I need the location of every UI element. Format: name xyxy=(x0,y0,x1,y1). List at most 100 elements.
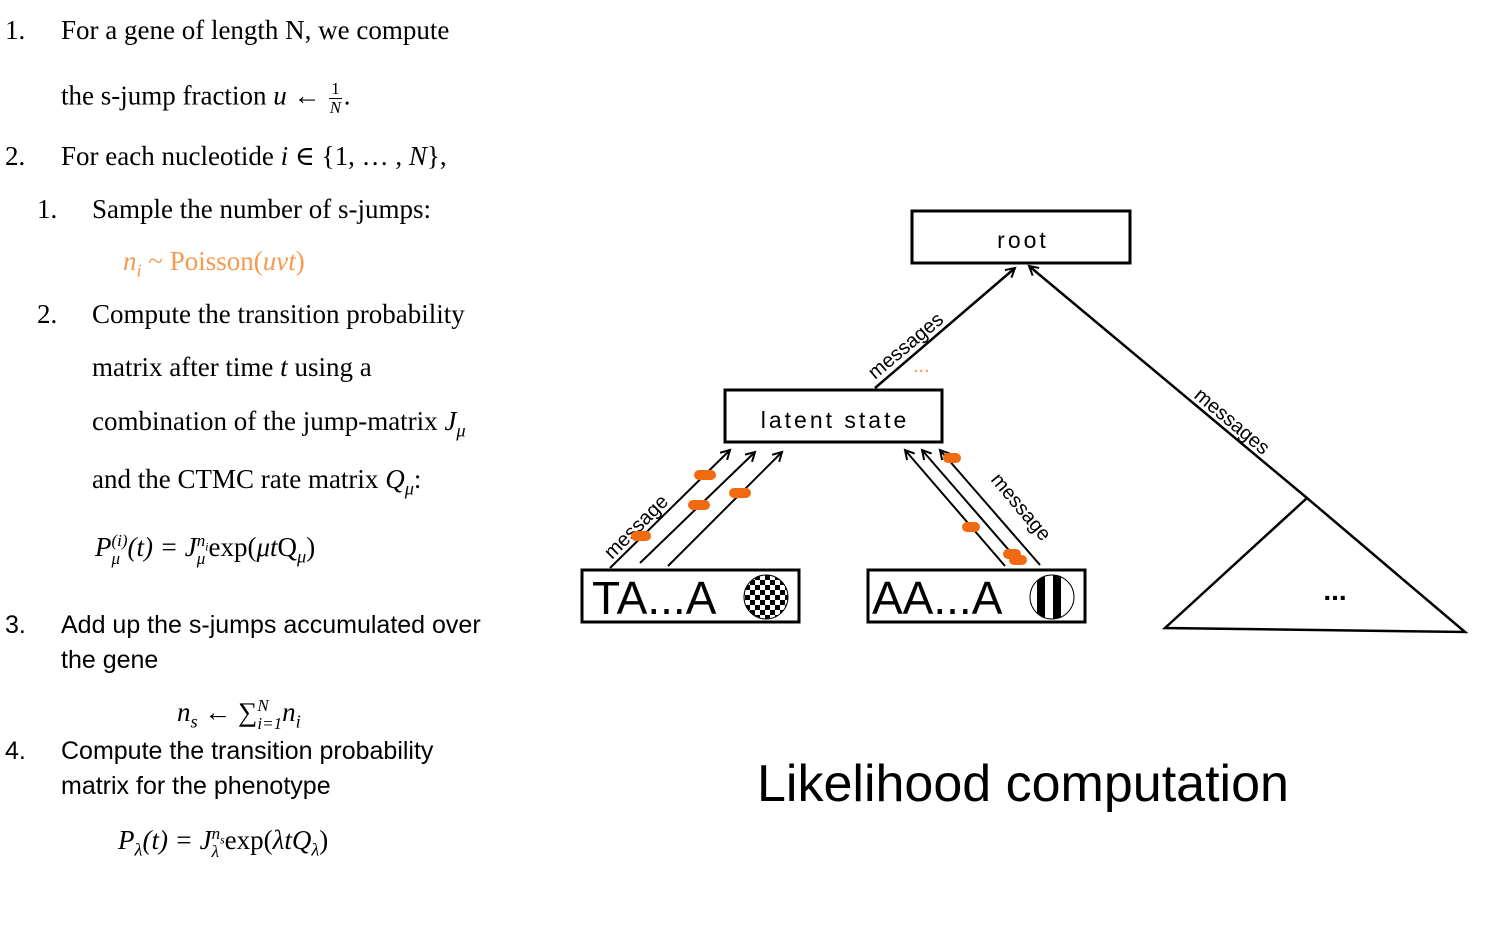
message-label-right: message xyxy=(986,469,1055,545)
Q: Q xyxy=(277,532,298,563)
set-n: N xyxy=(408,141,427,171)
n: n xyxy=(211,824,221,843)
n: n xyxy=(177,697,191,728)
messages-label-left: messages xyxy=(864,308,948,383)
close: ) xyxy=(306,532,316,563)
leaf1-arrow-1 xyxy=(609,450,730,569)
checkered-circle-icon xyxy=(743,574,789,620)
sub: μ xyxy=(196,548,206,568)
step-1-line-1: For a gene of length N, we compute xyxy=(61,15,450,45)
arrow: ← xyxy=(204,697,232,728)
mu: μ xyxy=(404,478,414,499)
var-u: u xyxy=(273,80,287,111)
message-marker xyxy=(1009,555,1027,565)
close: ) xyxy=(295,246,305,276)
i: i xyxy=(205,540,209,554)
Psub: λ xyxy=(134,839,143,860)
text: and the CTMC rate matrix xyxy=(92,464,379,494)
leaf-2-sequence: AA...A xyxy=(872,572,1003,624)
poisson: ~ Poisson( xyxy=(148,246,263,276)
message-marker xyxy=(962,522,980,532)
step-2-2-number: 2. xyxy=(37,299,58,329)
message-markers xyxy=(631,453,1027,565)
P-scripts: (i)μ xyxy=(112,532,128,568)
close: ) xyxy=(319,825,329,856)
t: (t) = xyxy=(127,532,179,563)
arrow: ← xyxy=(293,80,321,111)
step-2-2-line-3: combination of the jump-matrix Jμ xyxy=(92,406,466,440)
colon: : xyxy=(413,464,422,494)
leaf-1: TA...A xyxy=(580,568,801,624)
leaf2-arrow-3 xyxy=(940,450,1041,566)
n: n xyxy=(282,697,296,728)
step-4-line-1: Compute the transition probability xyxy=(61,737,434,765)
subtree-triangle xyxy=(1161,496,1469,634)
leaf1-arrow-3 xyxy=(667,452,782,567)
exp: exp( xyxy=(208,532,257,563)
leaf2-arrow-2 xyxy=(922,450,1021,564)
latent-state-node: latent state xyxy=(723,388,944,444)
lo: i=1 xyxy=(257,713,283,733)
step-2-1-number: 1. xyxy=(37,194,58,224)
step-2-2-line-2: matrix after time t using a xyxy=(92,354,372,381)
striped-circle-icon xyxy=(1030,575,1074,619)
P: P xyxy=(95,532,112,563)
step-4-line-2: matrix for the phenotype xyxy=(61,772,331,800)
step-1-text: the s-jump fraction xyxy=(61,80,267,111)
message-marker xyxy=(729,488,751,498)
var-t: t xyxy=(280,352,288,382)
hi: N xyxy=(257,696,269,715)
set-end: }, xyxy=(426,141,447,171)
step-4-number: 4. xyxy=(5,737,26,765)
message-marker xyxy=(694,470,716,480)
step-3-line-1: Add up the s-jumps accumulated over xyxy=(61,611,481,639)
Qsub: μ xyxy=(297,546,307,567)
message-marker xyxy=(631,531,651,541)
set: ∈ {1, … , xyxy=(294,141,403,171)
latent-to-root-arrow xyxy=(874,268,1015,389)
step-2-text: For each nucleotide xyxy=(61,141,274,171)
sup: (i) xyxy=(111,531,128,550)
frac-num: 1 xyxy=(329,79,342,99)
i: i xyxy=(295,711,301,732)
step-2-2-line-1: Compute the transition probability xyxy=(92,299,465,329)
step-3-line-2: the gene xyxy=(61,646,159,674)
leaf-2: AA...A xyxy=(866,568,1087,624)
message-marker xyxy=(688,500,710,510)
var-J: J xyxy=(444,406,457,436)
t: (t) = xyxy=(142,825,193,856)
sub: μ xyxy=(111,548,121,568)
poisson-formula: ni ~ Poisson(uvt) xyxy=(123,246,305,280)
leaf-1-sequence: TA...A xyxy=(592,572,717,624)
message-label-left: message xyxy=(600,491,673,564)
step-2-number: 2. xyxy=(5,141,26,171)
step-2-1-text: Sample the number of s-jumps: xyxy=(92,194,431,224)
P: P xyxy=(118,825,135,856)
step-3-number: 3. xyxy=(5,611,26,639)
Qsub: λ xyxy=(311,839,320,860)
step-1-number: 1. xyxy=(5,15,26,45)
subtree-ellipsis: ... xyxy=(1323,575,1346,606)
s: s xyxy=(220,833,225,847)
text: using a xyxy=(294,352,372,382)
orange-ellipsis: ... xyxy=(913,355,930,377)
subtree-to-root-arrow xyxy=(1029,266,1308,499)
messages-label-right: messages xyxy=(1190,384,1274,459)
period: . xyxy=(343,80,351,111)
leaf2-arrow-1 xyxy=(905,450,1006,567)
var-i: i xyxy=(280,141,289,171)
latent-state-label: latent state xyxy=(761,407,910,433)
ltQ: λtQ xyxy=(272,825,312,856)
root-label: root xyxy=(997,227,1049,253)
frac-den: N xyxy=(329,97,342,117)
slide-title: Likelihood computation xyxy=(757,755,1289,813)
exp: exp( xyxy=(224,825,273,856)
